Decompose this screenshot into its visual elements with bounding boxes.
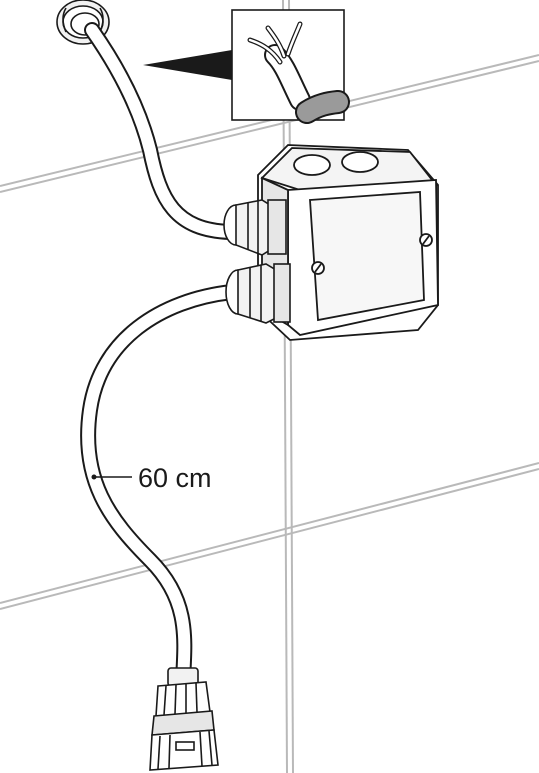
tile-joint-h2 — [0, 462, 539, 604]
cable-gland-icon — [223, 199, 287, 256]
cable-length-label: 60 cm — [138, 463, 212, 493]
stripped-wires-detail-icon — [231, 9, 350, 124]
supply-cable — [84, 22, 238, 240]
callout-pointer — [143, 50, 232, 80]
outlet-cable — [80, 284, 240, 688]
tile-joint-h2-edge — [0, 468, 539, 610]
cable-gland-icon — [225, 263, 291, 324]
cable-length-callout: 60 cm — [91, 463, 212, 493]
tile-joint-vertical-edge — [288, 0, 294, 773]
tile-joint-h1-edge — [0, 60, 539, 193]
tile-joint-vertical — [282, 0, 288, 773]
plug-connector-icon — [149, 667, 219, 771]
